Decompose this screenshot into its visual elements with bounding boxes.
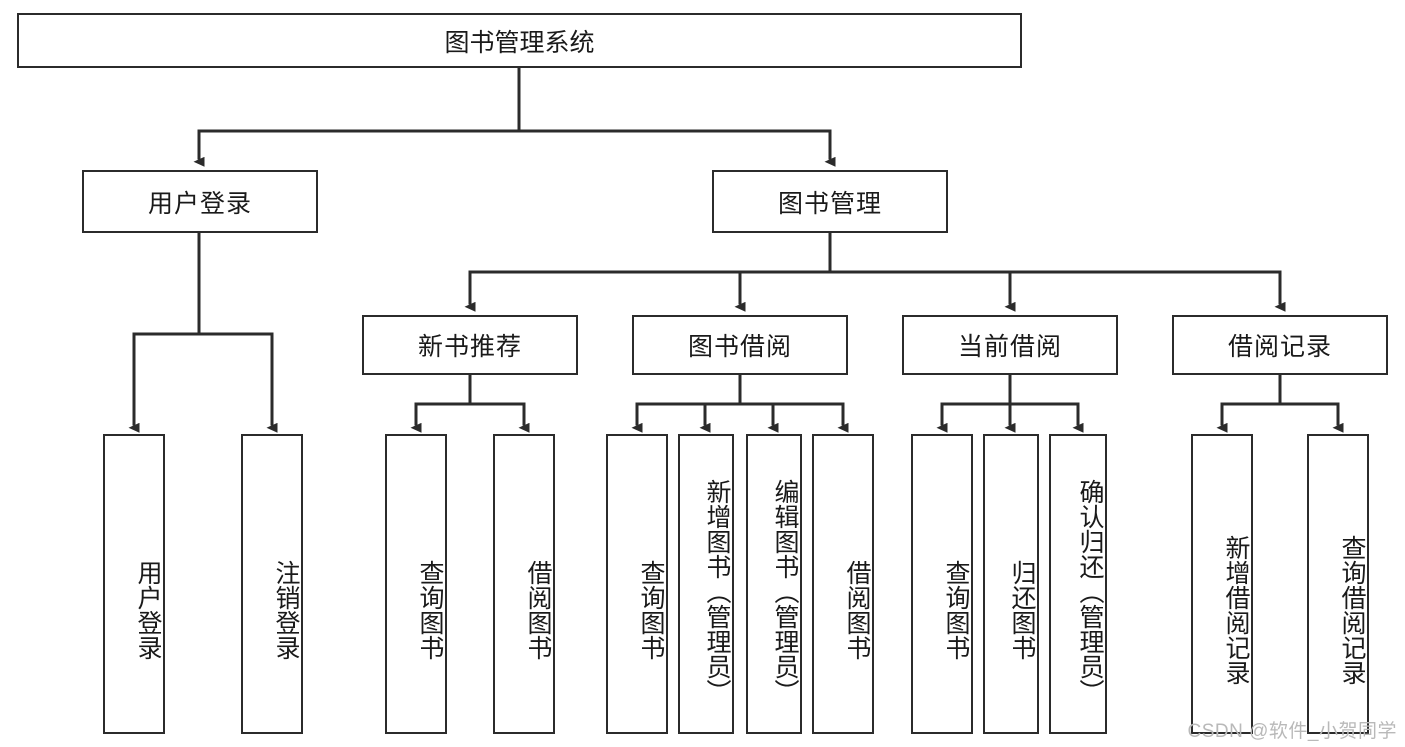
node-label: 查询图书 (637, 560, 665, 660)
leaf-records-add-record[interactable]: 新增借阅记录 (1191, 434, 1253, 734)
node-user-login[interactable]: 用户登录 (82, 170, 318, 233)
leaf-borrow-edit-book-admin[interactable]: 编辑图书（管理员） (746, 434, 802, 734)
node-label: 借阅图书 (524, 560, 552, 660)
node-label: 借阅记录 (1227, 333, 1332, 361)
leaf-borrow-query-book[interactable]: 查询图书 (606, 434, 668, 734)
node-label: 确认归还（管理员） (1076, 478, 1104, 704)
node-label: 注销登录 (272, 560, 300, 660)
node-label: 图书管理 (777, 189, 882, 218)
leaf-borrow-add-book-admin[interactable]: 新增图书（管理员） (678, 434, 734, 734)
watermark-text: CSDN @软件_小贺同学 (1187, 721, 1397, 742)
leaf-new-book-borrow-book[interactable]: 借阅图书 (493, 434, 555, 734)
leaf-user-login-signin[interactable]: 用户登录 (103, 434, 165, 734)
node-label: 新增图书（管理员） (703, 478, 731, 704)
node-borrow-records[interactable]: 借阅记录 (1172, 315, 1388, 375)
node-book-management[interactable]: 图书管理 (712, 170, 948, 233)
leaf-borrow-borrow-book[interactable]: 借阅图书 (812, 434, 874, 734)
leaf-current-query-book[interactable]: 查询图书 (911, 434, 973, 734)
node-book-borrow[interactable]: 图书借阅 (632, 315, 848, 375)
node-label: 图书借阅 (687, 333, 792, 361)
leaf-user-login-signout[interactable]: 注销登录 (241, 434, 303, 734)
leaf-current-confirm-return-admin[interactable]: 确认归还（管理员） (1049, 434, 1107, 734)
node-label: 归还图书 (1008, 560, 1036, 660)
leaf-new-book-query-book[interactable]: 查询图书 (385, 434, 447, 734)
node-new-book-recommend[interactable]: 新书推荐 (362, 315, 578, 375)
node-label: 编辑图书（管理员） (771, 478, 799, 704)
node-label: 借阅图书 (843, 560, 871, 660)
node-label: 查询图书 (416, 560, 444, 660)
node-label: 用户登录 (147, 189, 252, 218)
node-current-borrow[interactable]: 当前借阅 (902, 315, 1118, 375)
node-label: 当前借阅 (957, 333, 1062, 361)
node-root-book-management-system[interactable]: 图书管理系统 (17, 13, 1022, 68)
leaf-records-query-record[interactable]: 查询借阅记录 (1307, 434, 1369, 734)
node-label: 新增借阅记录 (1222, 535, 1250, 685)
node-label: 新书推荐 (417, 333, 522, 361)
node-label: 查询图书 (942, 560, 970, 660)
node-label: 用户登录 (134, 560, 162, 660)
node-label: 查询借阅记录 (1338, 535, 1366, 685)
node-label: 图书管理系统 (444, 28, 595, 57)
leaf-current-return-book[interactable]: 归还图书 (983, 434, 1039, 734)
